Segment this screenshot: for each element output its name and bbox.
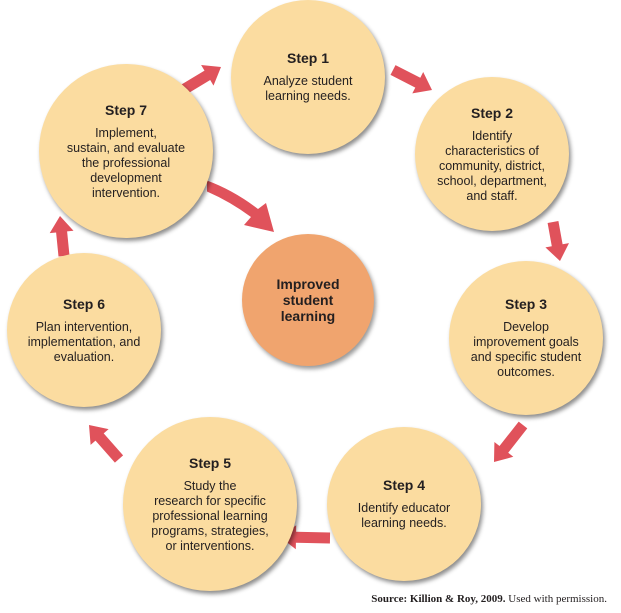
center-line: learning [280,308,336,324]
step-description-line: Develop [503,320,549,334]
source-citation: Source: Killion & Roy, 2009. [371,593,506,605]
step-description-line: Identify educator [357,501,451,515]
step-description-line: learning needs. [361,516,447,530]
step-title: Step 5 [188,454,231,471]
step-description-line: Plan intervention, [35,319,133,334]
step-description-line: or interventions. [165,538,255,553]
step-description-line: Implement, [95,125,157,140]
step-description-line: development [90,170,162,185]
step-description-line: Analyze student [263,74,353,88]
step-description-line: and staff. [466,188,518,203]
arrow-icon [494,421,528,462]
center-line: student [282,292,334,308]
arrow-icon [207,180,274,232]
arrow-icon [49,216,74,257]
step-description-line: characteristics of [445,143,539,158]
step-description-line: programs, strategies, [151,523,269,538]
arrow-icon [390,65,432,94]
step-description-line: sustain, and evaluate [66,140,186,155]
center-circle: Improved student learning [242,234,374,366]
step-title: Step 3 [504,296,547,312]
arrow-icon [180,65,221,95]
center-line: Improved [276,276,340,292]
step-description-line: improvement goals [473,335,579,349]
arrow-icon [545,221,569,261]
step-6-circle: Step 6 Plan intervention,implementation, … [7,253,161,407]
step-description-line: and specific student [470,350,582,364]
center-label: Improved student learning [276,276,339,324]
step-description-line: Identify [471,128,513,143]
step-description-line: evaluation. [53,349,115,364]
source-permission: Used with permission. [505,593,607,605]
step-description-line: professional learning [152,508,268,523]
step-title: Step 6 [62,295,105,312]
source-credit: Source: Killion & Roy, 2009. Used with p… [371,593,607,605]
step-description-line: outcomes. [497,365,555,379]
step-description-line: implementation, and [27,334,141,349]
step-description-line: community, district, [438,158,546,173]
step-description-line: the professional [81,155,171,170]
step-description-line: learning needs. [265,89,351,103]
step-description-line: research for specific [154,493,266,508]
step-description-line: school, department, [437,173,547,188]
step-description-line: Study the [183,478,237,493]
arrow-icon [89,425,124,463]
step-description-line: intervention. [91,185,161,200]
step-title: Step 2 [470,104,513,121]
step-title: Step 1 [286,50,329,66]
step-title: Step 4 [382,477,425,493]
step-title: Step 7 [104,101,147,118]
